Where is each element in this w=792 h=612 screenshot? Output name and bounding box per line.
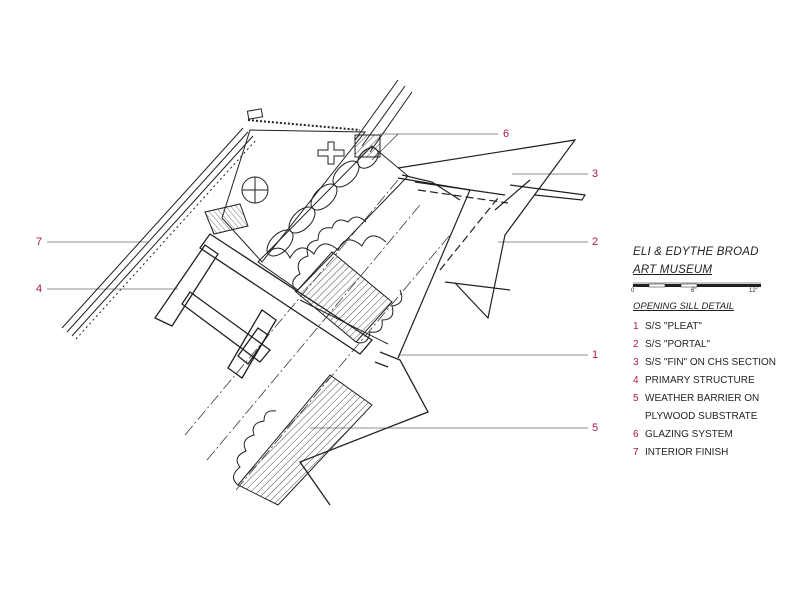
drawing-title-line-2: ART MUSEUM <box>633 264 713 276</box>
pleat <box>298 351 429 506</box>
callout-1: 1 <box>592 349 599 361</box>
interior-finish <box>61 127 258 340</box>
portal-skin <box>397 139 577 359</box>
callout-3: 3 <box>592 168 599 180</box>
callout-6: 6 <box>503 128 510 140</box>
scale-label-12: 12" <box>749 288 758 294</box>
glazing-frame <box>204 108 367 263</box>
glazing-system <box>317 79 413 165</box>
title-block: ELI & EDYTHE BROAD ART MUSEUM 0 6" 12" O… <box>631 243 788 462</box>
callout-2: 2 <box>592 236 599 248</box>
fin-on-chs <box>444 179 586 291</box>
callout-5: 5 <box>592 422 599 434</box>
scale-bar <box>633 282 761 288</box>
scale-label-0: 0 <box>631 288 635 294</box>
scale-label-6: 6" <box>691 288 697 294</box>
callout-4: 4 <box>36 283 43 295</box>
scale-bar-labels: 0 6" 12" <box>631 282 788 296</box>
callout-7: 7 <box>36 236 43 248</box>
drawing-title-line-1: ELI & EDYTHE BROAD <box>633 246 759 258</box>
weather-barrier <box>233 216 403 506</box>
legend-item-continuation: PLYWOOD SUBSTRATE <box>645 411 758 422</box>
drawing-subtitle: OPENING SILL DETAIL <box>633 301 735 312</box>
leader-lines <box>47 133 588 429</box>
